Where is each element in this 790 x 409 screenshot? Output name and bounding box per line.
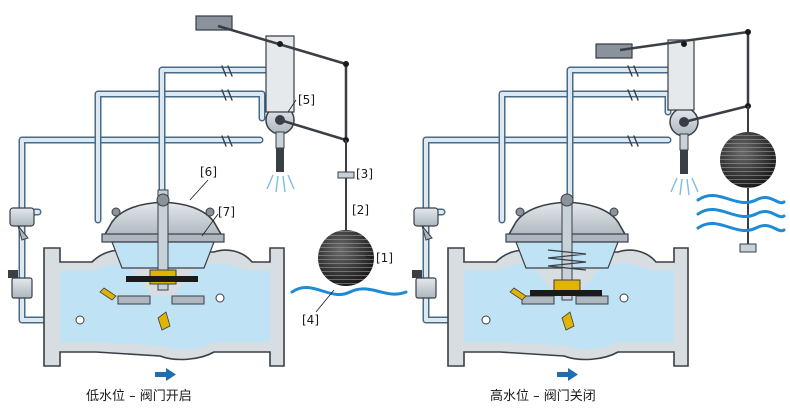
- pilot-valve-low: [265, 105, 295, 193]
- pilot-lever-frame: [195, 15, 349, 143]
- ball-valve: [412, 270, 437, 299]
- callout-diaphragm: [7]: [218, 205, 235, 219]
- water-level-low: [290, 286, 408, 296]
- panel-high-water: 高水位 – 阀门关闭: [412, 29, 786, 404]
- valve-bonnet: [101, 189, 225, 291]
- caption-high-water: 高水位 – 阀门关闭: [490, 388, 596, 404]
- valve-bonnet: [505, 193, 629, 301]
- main-valve-body: [447, 247, 689, 367]
- strainer: [9, 207, 35, 241]
- water-level-high: [696, 194, 786, 233]
- caption-low-water: 低水位 – 阀门开启: [86, 389, 192, 404]
- callout-pilot-valve: [5]: [298, 93, 315, 107]
- flow-arrow-high: [557, 368, 578, 381]
- panel-low-water: [5] [6] [7] [3] [2] [1] [4] 低水位 – 阀门开启: [8, 15, 408, 404]
- callout-water-level: [4]: [302, 313, 319, 327]
- callout-rod-stop: [3]: [356, 167, 373, 181]
- callout-cover: [6]: [200, 165, 217, 179]
- float-assembly-high: [720, 106, 776, 253]
- callouts-low: [5] [6] [7] [3] [2] [1] [4]: [189, 93, 393, 327]
- pilot-lever-frame: [595, 29, 751, 124]
- main-valve-body: [43, 247, 285, 367]
- callout-float: [1]: [376, 251, 393, 265]
- strainer: [413, 207, 439, 241]
- ball-valve: [8, 270, 33, 299]
- flow-arrow-low: [155, 368, 176, 381]
- callout-float-rod: [2]: [352, 203, 369, 217]
- float-assembly-low: [318, 140, 374, 286]
